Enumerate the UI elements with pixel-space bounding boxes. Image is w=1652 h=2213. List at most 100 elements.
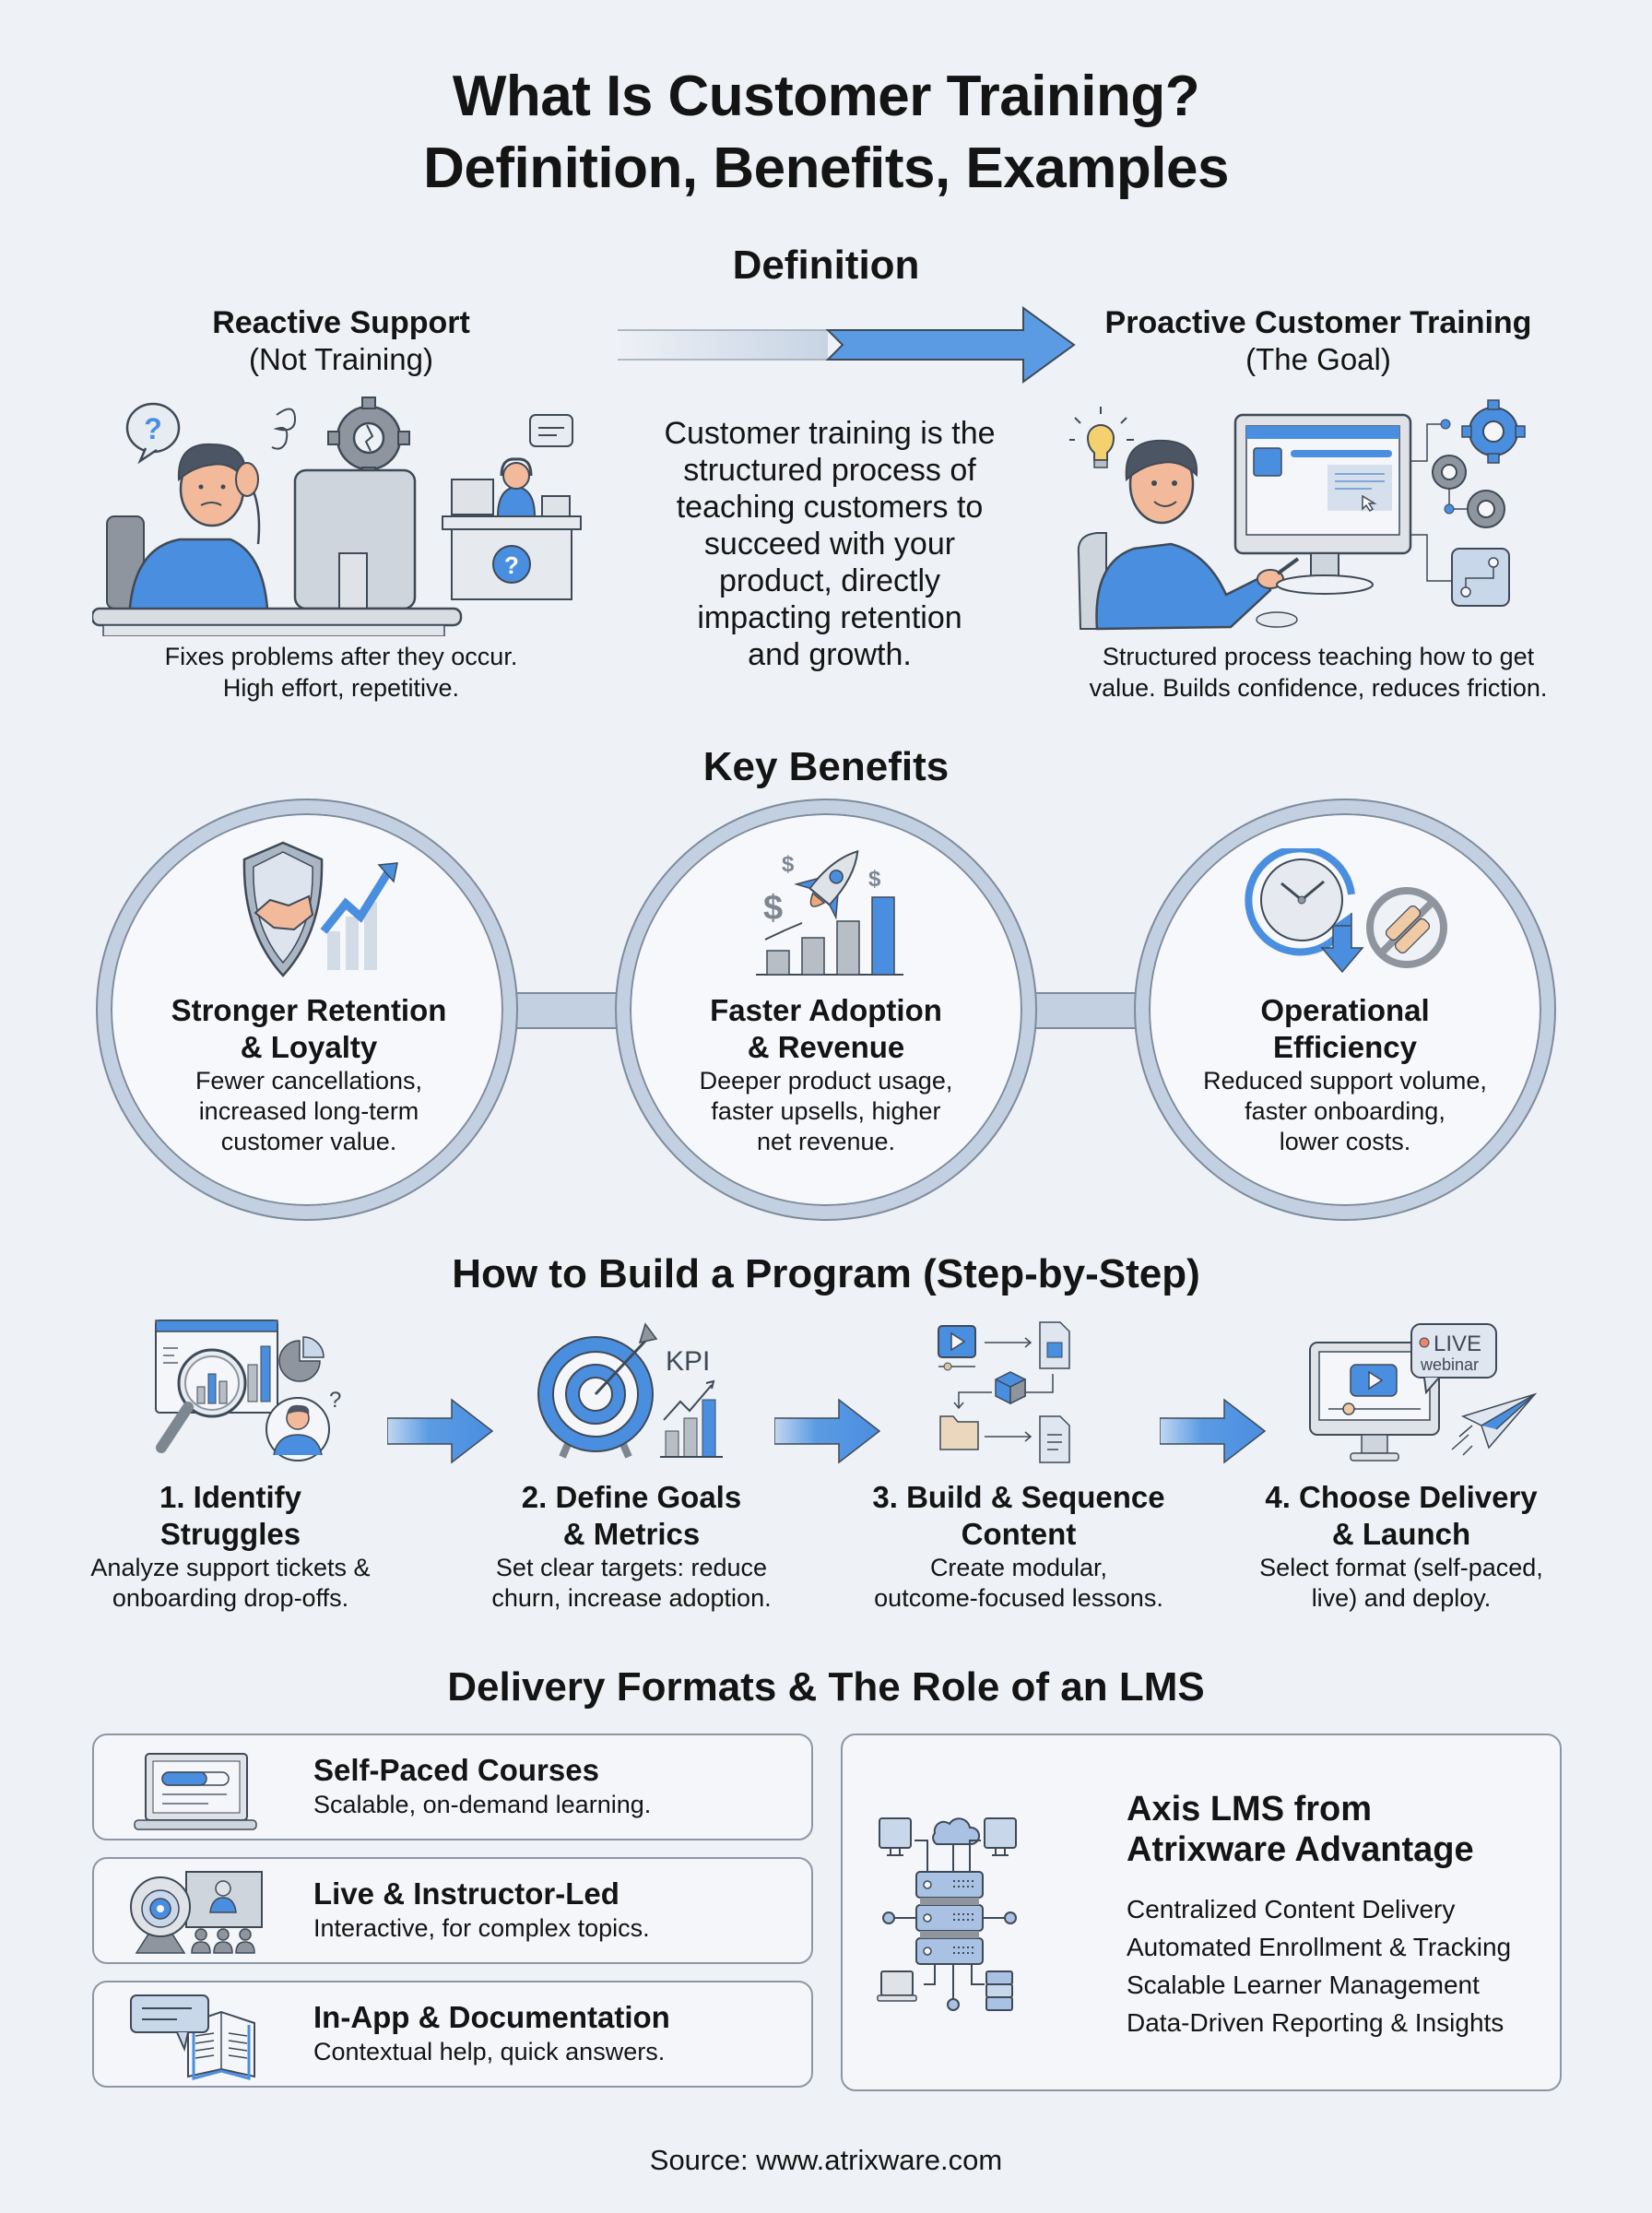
proactive-training-title: Proactive Customer Training: [1104, 305, 1532, 340]
format-text: In-App & Documentation Contextual help, …: [313, 1999, 670, 2067]
svg-text:?: ?: [144, 412, 162, 445]
lms-title: Atrixware Advantage: [1127, 1830, 1474, 1869]
benefit-desc: net revenue.: [756, 1128, 896, 1155]
benefit-desc: Reduced support volume,: [1203, 1067, 1487, 1095]
lms-feature: Scalable Learner Management: [1127, 1970, 1480, 1999]
step-title: 3. Build & Sequence: [872, 1480, 1165, 1514]
definition-line: teaching customers to: [676, 490, 984, 525]
step-title: Struggles: [159, 1517, 301, 1551]
benefit-desc: faster onboarding,: [1245, 1097, 1446, 1125]
step-arrow-right-icon: [774, 1398, 883, 1464]
format-title: Live & Instructor-Led: [313, 1876, 620, 1911]
format-card-live: Live & Instructor-Led Interactive, for c…: [92, 1857, 813, 1964]
laptop-progress-icon: [131, 1748, 260, 1831]
lms-feature: Centralized Content Delivery: [1127, 1895, 1456, 1923]
definition-line: Customer training is the: [664, 416, 996, 451]
source-credit: Source: www.atrixware.com: [649, 2144, 1003, 2176]
progress-arrow-right-icon: [618, 304, 1079, 387]
step-arrow-right-icon: [1160, 1398, 1268, 1464]
format-desc: Contextual help, quick answers.: [313, 2038, 666, 2065]
benefit-title: Efficiency: [1273, 1030, 1417, 1064]
page-title: What Is Customer Training? Definition, B…: [0, 61, 1652, 205]
definition-line: and growth.: [748, 637, 912, 672]
svg-text:$: $: [868, 867, 881, 892]
proactive-training-heading: Proactive Customer Training (The Goal): [1042, 304, 1595, 378]
webcam-audience-icon: [127, 1868, 266, 1957]
format-text: Self-Paced Courses Scalable, on-demand l…: [313, 1752, 651, 1820]
chat-book-icon: [127, 1992, 266, 2080]
shield-handshake-growth-icon: [217, 839, 401, 977]
benefit-desc: customer value.: [220, 1128, 397, 1155]
benefit-efficiency: Operational Efficiency Reduced support v…: [1163, 992, 1527, 1157]
clock-no-bandage-icon: [1245, 848, 1457, 977]
reactive-caption-line-2: High effort, repetitive.: [222, 674, 460, 702]
benefit-title: & Revenue: [747, 1030, 905, 1064]
definition-line: succeed with your: [703, 527, 956, 562]
step-desc: Analyze support tickets &: [90, 1554, 371, 1581]
step-4: 4. Choose Delivery & Launch Select forma…: [1235, 1479, 1567, 1614]
definition-line: structured process of: [683, 453, 976, 488]
format-desc: Scalable, on-demand learning.: [313, 1791, 652, 1818]
svg-text:$: $: [763, 889, 783, 928]
benefit-title: Operational: [1260, 993, 1430, 1027]
benefit-desc: faster upsells, higher: [711, 1097, 941, 1125]
step-arrow-right-icon: [387, 1398, 496, 1464]
benefit-title: Faster Adoption: [710, 993, 942, 1027]
reactive-support-title: Reactive Support: [212, 305, 470, 340]
benefit-title: & Loyalty: [240, 1030, 378, 1064]
step-desc: Select format (self-paced,: [1259, 1554, 1543, 1581]
lms-feature: Data-Driven Reporting & Insights: [1127, 2008, 1504, 2037]
magnifier-analytics-icon: ?: [143, 1319, 355, 1466]
step-2: 2. Define Goals & Metrics Set clear targ…: [470, 1479, 793, 1614]
live-webinar-launch-icon: LIVE webinar: [1304, 1320, 1544, 1468]
format-title: Self-Paced Courses: [313, 1753, 599, 1787]
step-title: Content: [961, 1517, 1077, 1551]
reactive-support-caption: Fixes problems after they occur. High ef…: [83, 641, 599, 704]
step-desc: onboarding drop-offs.: [112, 1584, 349, 1612]
proactive-caption-line-2: value. Builds confidence, reduces fricti…: [1089, 674, 1548, 702]
reactive-support-subtitle: (Not Training): [249, 342, 433, 376]
format-card-self-paced: Self-Paced Courses Scalable, on-demand l…: [92, 1734, 813, 1840]
benefit-title: Stronger Retention: [171, 993, 447, 1027]
svg-text:?: ?: [329, 1388, 341, 1413]
step-desc: churn, increase adoption.: [491, 1584, 772, 1612]
lms-title: Axis LMS from: [1127, 1790, 1373, 1828]
step-desc: live) and deploy.: [1311, 1584, 1492, 1612]
svg-text:?: ?: [504, 551, 519, 579]
step-desc: Set clear targets: reduce: [495, 1554, 768, 1581]
proactive-caption-line-1: Structured process teaching how to get: [1102, 643, 1535, 670]
page-title-line-1: What Is Customer Training?: [452, 65, 1200, 128]
delivery-section-title: Delivery Formats & The Role of an LMS: [447, 1664, 1205, 1710]
step-desc: outcome-focused lessons.: [874, 1584, 1163, 1612]
format-text: Live & Instructor-Led Interactive, for c…: [313, 1876, 650, 1944]
benefit-desc: Deeper product usage,: [699, 1067, 953, 1095]
step-title: 2. Define Goals: [521, 1480, 742, 1514]
proactive-training-subtitle: (The Goal): [1245, 342, 1391, 376]
steps-section-title: How to Build a Program (Step-by-Step): [452, 1251, 1200, 1296]
definition-line: product, directly: [719, 563, 940, 598]
reactive-caption-line-1: Fixes problems after they occur.: [164, 643, 518, 670]
lms-text: Axis LMS from Atrixware Advantage Centra…: [1127, 1789, 1511, 2041]
frustrated-user-illustration-icon: ?: [92, 387, 590, 636]
format-desc: Interactive, for complex topics.: [313, 1914, 650, 1942]
step-3: 3. Build & Sequence Content Create modul…: [848, 1479, 1189, 1614]
svg-text:LIVE: LIVE: [1434, 1331, 1481, 1356]
definition-section-title: Definition: [732, 243, 920, 288]
benefit-adoption: Faster Adoption & Revenue Deeper product…: [645, 992, 1007, 1157]
benefit-connector: [516, 992, 636, 1029]
benefit-retention: Stronger Retention & Loyalty Fewer cance…: [129, 992, 489, 1157]
benefits-section-title: Key Benefits: [702, 744, 950, 789]
benefit-desc: lower costs.: [1279, 1128, 1411, 1155]
reactive-support-heading: Reactive Support (Not Training): [83, 304, 599, 378]
step-desc: Create modular,: [929, 1554, 1108, 1581]
benefit-desc: Fewer cancellations,: [195, 1067, 423, 1095]
format-card-in-app: In-App & Documentation Contextual help, …: [92, 1981, 813, 2088]
svg-text:webinar: webinar: [1420, 1355, 1479, 1374]
step-title: & Launch: [1331, 1517, 1471, 1551]
step-1: 1. Identify Struggles Analyze support ti…: [83, 1479, 378, 1614]
content-flow-icon: [931, 1319, 1115, 1466]
svg-text:KPI: KPI: [666, 1346, 710, 1377]
lms-feature: Automated Enrollment & Tracking: [1127, 1933, 1512, 1961]
page-title-line-2: Definition, Benefits, Examples: [423, 136, 1229, 200]
lms-advantage-card: Axis LMS from Atrixware Advantage Centra…: [841, 1734, 1562, 2091]
